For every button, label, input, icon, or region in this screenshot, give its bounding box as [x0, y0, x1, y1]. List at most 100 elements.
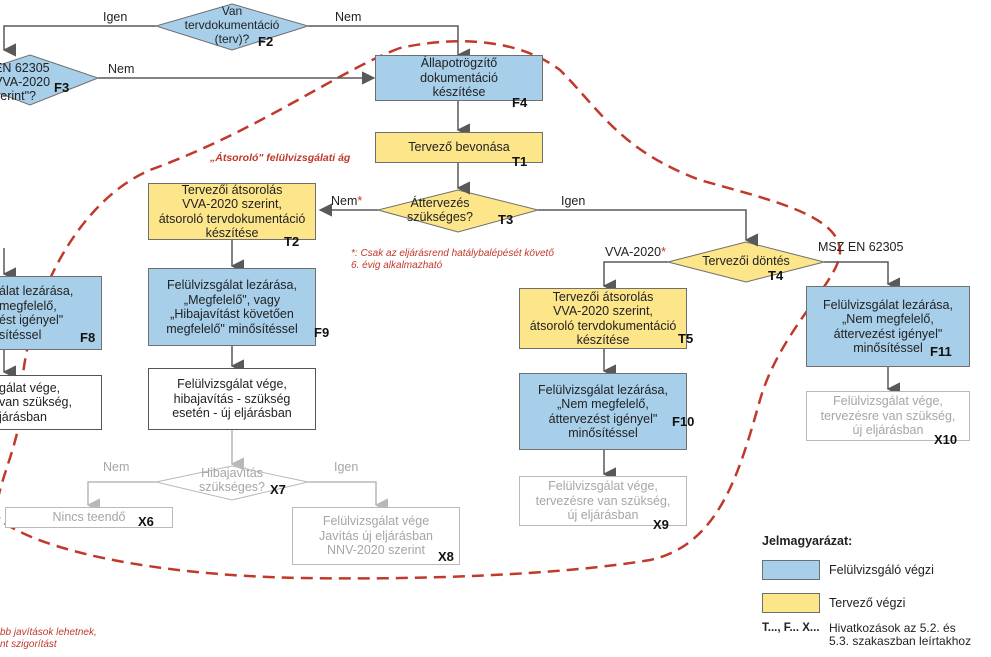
code-f3: F3	[54, 80, 70, 95]
footnote-line: *: Csak az eljárásrend hatálybalépését k…	[351, 248, 554, 259]
legend-refs-text: Hivatkozások az 5.2. és 5.3. szakaszban …	[829, 622, 971, 648]
decision-f3	[0, 54, 100, 106]
decision-x7	[155, 465, 309, 501]
box-x8-line: Felülvizsgálat vége	[322, 514, 430, 529]
box-end-line: Felülvizsgálat vége,	[177, 377, 287, 392]
decision-x7-line: szükséges?	[198, 480, 265, 494]
box-t2: Tervezői átsorolás VVA-2020 szerint, áts…	[148, 183, 316, 240]
decision-x7-line: Hibajavítás	[201, 466, 263, 480]
box-x9-line: Felülvizsgálat vége,	[548, 479, 658, 494]
bottom-left-note-line: bb javítások lehetnek,	[0, 627, 97, 638]
box-end-line: hibajavítás - szükség	[173, 391, 291, 406]
region-boundary	[0, 40, 842, 580]
box-f11-line: „Nem megfelelő,	[842, 312, 934, 326]
bottom-left-note: bb javítások lehetnek, nt szigorítást	[0, 627, 97, 651]
code-x7: X7	[270, 482, 286, 497]
edge-label-x7-yes: Igen	[334, 460, 359, 474]
box-f9: Felülvizsgálat lezárása, „Megfelelő", va…	[148, 268, 316, 346]
code-t5: T5	[678, 331, 694, 346]
code-x6: X6	[138, 514, 154, 529]
code-t3: T3	[498, 212, 514, 227]
box-end-line: esetén - új eljárásban	[172, 406, 292, 421]
decision-f3-line: VVA-2020	[0, 75, 51, 89]
box-f8: álat lezárása, megfelelő, ést igényel" s…	[0, 276, 102, 350]
box-end-left-line: járásban	[0, 409, 47, 424]
legend-refs-key: T..., F... X...	[762, 622, 820, 634]
edge-label-t3-yes: Igen	[561, 194, 586, 208]
box-f8-line: megfelelő,	[0, 298, 57, 313]
box-f4-line: Állapotrögzítő dokumentáció	[420, 56, 498, 85]
box-f9-line: Felülvizsgálat lezárása,	[167, 278, 297, 292]
edge-label-f2-yes: Igen	[103, 10, 128, 24]
code-f2: F2	[258, 34, 274, 49]
box-x8-line: NNV-2020 szerint	[327, 543, 425, 558]
legend-label-blue: Felülvizsgáló végzi	[829, 563, 934, 577]
footnote-star: *	[661, 245, 666, 259]
box-x10: Felülvizsgálat vége, tervezésre van szük…	[806, 391, 970, 441]
box-x10-line: tervezésre van szükség,	[820, 408, 956, 423]
box-end-hibajavitas: Felülvizsgálat vége, hibajavítás - szüks…	[148, 368, 316, 430]
box-f8-line: ést igényel"	[0, 313, 64, 327]
code-x8: X8	[438, 549, 454, 564]
box-t2-line: készítése	[205, 226, 259, 240]
box-f10-line: „Nem megfelelő,	[557, 397, 649, 411]
box-x9-line: tervezésre van szükség,	[535, 493, 671, 508]
code-t1: T1	[512, 154, 528, 169]
box-f8-line: sítéssel	[0, 327, 42, 342]
edge-label-t3-no-text: Nem	[331, 194, 358, 208]
legend-refs-line: Hivatkozások az 5.2. és	[829, 621, 956, 635]
decision-x7-text: Hibajavítás szükséges?	[190, 466, 274, 494]
decision-t3-line: szükséges?	[406, 210, 473, 224]
footnote-star: *	[357, 194, 363, 208]
box-f11-line: minősítéssel	[853, 341, 923, 355]
legend-swatch-blue	[762, 560, 820, 580]
box-t5: Tervezői átsorolás VVA-2020 szerint, áts…	[519, 288, 687, 349]
box-x6: Nincs teendő	[5, 507, 173, 528]
edge-label-f2-no: Nem	[335, 10, 362, 24]
bottom-left-note-line: nt szigorítást	[0, 639, 57, 650]
box-x9: Felülvizsgálat vége, tervezésre van szük…	[519, 476, 687, 526]
decision-f2	[154, 3, 310, 51]
edge-label-x7-no: Nem	[103, 460, 130, 474]
edge-label-t3-no: Nem*	[331, 194, 362, 208]
box-f4: Állapotrögzítő dokumentáció készítése	[375, 55, 543, 101]
box-f10: Felülvizsgálat lezárása, „Nem megfelelő,…	[519, 373, 687, 450]
box-f11-line: áttervezést igényel"	[833, 326, 943, 341]
box-f9-line: „Megfelelő", vagy	[183, 292, 281, 307]
legend-swatch-yellow	[762, 593, 820, 613]
decision-t3-line: Áttervezés	[410, 196, 470, 210]
box-x6-line: Nincs teendő	[52, 510, 126, 525]
decision-f3-line: EN 62305	[0, 61, 50, 75]
code-f8: F8	[80, 330, 96, 345]
decision-f3-text: EN 62305 VVA-2020 zerint"?	[0, 61, 64, 103]
legend-refs-line: 5.3. szakaszban leírtakhoz	[829, 634, 972, 648]
box-x9-line: új eljárásban	[567, 508, 639, 523]
footnote: *: Csak az eljárásrend hatálybalépését k…	[351, 248, 554, 272]
decision-t4	[667, 241, 825, 283]
code-f4: F4	[512, 95, 528, 110]
box-f4-line: készítése	[432, 85, 486, 100]
code-t2: T2	[284, 234, 300, 249]
code-x9: X9	[653, 517, 669, 532]
box-t2-line: Tervezői átsorolás	[181, 182, 283, 197]
box-t5-line: Tervezői átsorolás	[552, 289, 654, 304]
footnote-line: 6. évig alkalmazható	[351, 260, 443, 271]
decision-t4-text: Tervezői döntés	[696, 254, 796, 268]
box-x8-line: Javítás új eljárásban	[319, 528, 433, 543]
edge-label-t4-right: MSZ EN 62305	[818, 240, 904, 254]
branch-label: „Átsoroló" felülvizsgálati ág	[210, 152, 351, 164]
box-t2-line: VVA-2020 szerint,	[182, 197, 282, 211]
box-t1-line: Tervező bevonása	[408, 140, 510, 155]
code-f10: F10	[672, 414, 695, 429]
decision-f2-line: Van	[221, 4, 243, 18]
box-f8-line: álat lezárása,	[0, 284, 74, 298]
box-end-left: gálat vége, van szükség, járásban	[0, 375, 102, 430]
legend-label-yellow: Tervező végzi	[829, 596, 906, 610]
box-f10-line: Felülvizsgálat lezárása,	[538, 382, 668, 397]
box-f10-line: minősítéssel	[568, 426, 638, 440]
box-f11-line: Felülvizsgálat lezárása,	[823, 297, 953, 312]
box-t5-line: VVA-2020 szerint,	[553, 304, 653, 318]
decision-f2-line: tervdokumentáció	[184, 18, 280, 32]
box-x8: Felülvizsgálat vége Javítás új eljárásba…	[292, 507, 460, 565]
decision-f2-line: (terv)?	[214, 32, 250, 46]
